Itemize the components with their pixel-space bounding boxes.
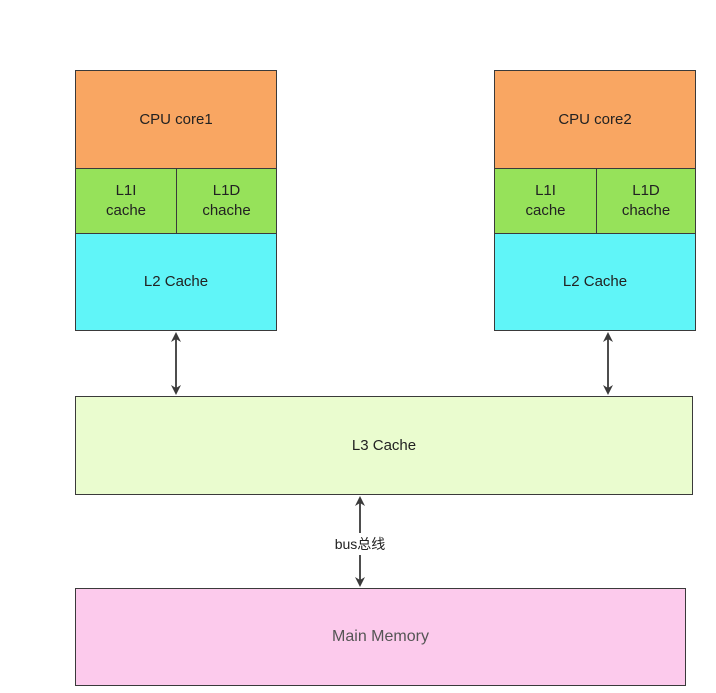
cpu-core2-label: CPU core2 — [558, 110, 632, 128]
core2-l1d-sublabel: chache — [621, 202, 671, 219]
core1-l1i-label: L1I — [115, 182, 137, 199]
core1-l1d-label: L1D — [212, 182, 241, 199]
cpu-core1-label: CPU core1 — [139, 110, 213, 128]
l3-cache-label: L3 Cache — [351, 436, 417, 454]
cpu-core1-box: CPU core1 — [75, 70, 277, 169]
core1-l1d-cache-box: L1D chache — [176, 168, 277, 234]
core1-l1i-sublabel: cache — [105, 202, 147, 219]
core2-l1d-cache-box: L1D chache — [596, 168, 696, 234]
core1-l2-cache-box: L2 Cache — [75, 233, 277, 331]
core2-l1d-label: L1D — [632, 182, 660, 199]
l3-cache-box: L3 Cache — [75, 396, 693, 495]
main-memory-box: Main Memory — [75, 588, 686, 686]
core1-l1i-cache-box: L1I cache — [75, 168, 177, 234]
core2-l1i-sublabel: cache — [525, 202, 566, 219]
main-memory-label: Main Memory — [332, 628, 429, 645]
cpu-core2-box: CPU core2 — [494, 70, 696, 169]
core1-l1d-sublabel: chache — [202, 202, 251, 219]
core1-l2-label: L2 Cache — [143, 273, 209, 290]
bus-label: bus总线 — [320, 534, 400, 554]
core2-l1i-cache-box: L1I cache — [494, 168, 597, 234]
core2-l2-label: L2 Cache — [562, 273, 628, 290]
core2-l1i-label: L1I — [535, 182, 556, 199]
core2-l2-cache-box: L2 Cache — [494, 233, 696, 331]
